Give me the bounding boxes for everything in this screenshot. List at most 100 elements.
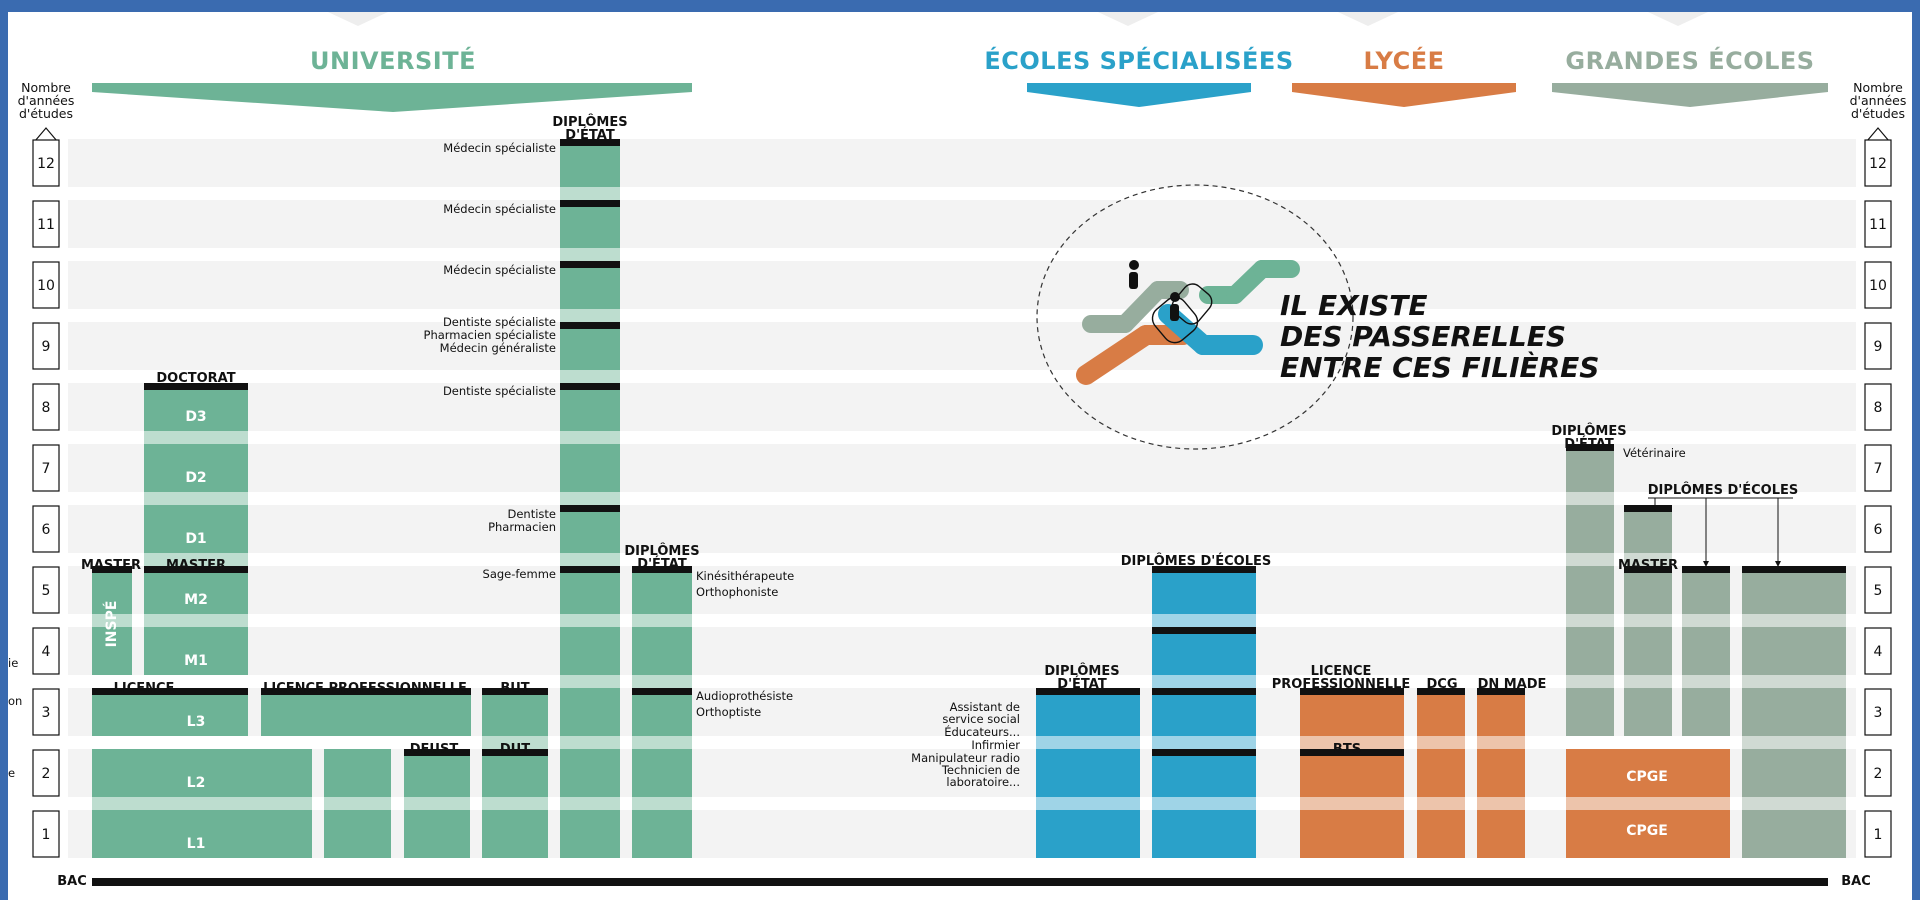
bar-year-gap [560,797,620,810]
year-bands [68,139,1856,858]
year-box [1864,688,1892,736]
label-diplomes-ecoles: DIPLÔMES D'ÉCOLES [1121,553,1272,569]
bar-year-gap [1742,614,1846,627]
year-box [1864,261,1892,309]
bar-year-gap [92,614,132,627]
ecoles-label: laboratoire... [946,775,1020,789]
label-dn-made: DN MADE [1478,677,1547,692]
label-deust: DEUST [410,742,459,757]
bar-year-gap [482,736,548,749]
label-diplomes-etat-ge: DIPLÔMES [1551,423,1626,439]
bar-year-gap [1566,675,1614,688]
health-label: Dentiste spécialiste [443,315,556,329]
health-label: Médecin généraliste [440,341,556,355]
label-dut: DUT [500,742,530,757]
bar-year-gap [1624,553,1672,566]
year-box [32,688,60,736]
label-cpge: CPGE [1626,769,1668,785]
label-master-inspe: MASTER [81,558,141,573]
diploma-cap [1417,688,1465,695]
year-band [68,566,1856,614]
diploma-cap [1624,566,1672,573]
bar-year-gap [560,370,620,383]
bar-year-gap [1152,736,1256,749]
ecoles-label: Assistant de [950,700,1020,714]
section-title-grandes: GRANDES ÉCOLES [1565,46,1814,75]
bar-year-gap [560,431,620,444]
label-inspe: INSPÉ [103,601,120,648]
year-band [68,200,1856,248]
bar-year-gap [1566,614,1614,627]
health-label: Dentiste [508,507,557,521]
year-band [68,261,1856,309]
paramed-label: Orthophoniste [696,585,778,599]
diploma-bar [1477,688,1525,858]
bar-year-gap [92,797,312,810]
diploma-cap [1152,627,1256,634]
label-diplomes-ecoles-ge: DIPLÔMES D'ÉCOLES [1648,482,1799,498]
bar-label-l2: L2 [187,775,206,791]
health-label: Sage-femme [483,567,556,581]
section-headers: UNIVERSITÉ ÉCOLES SPÉCIALISÉES LYCÉE GRA… [92,12,1828,112]
bar-year-gap [560,675,620,688]
diploma-bar [1682,566,1730,736]
bar-year-gap [632,675,692,688]
diploma-bar [1566,444,1614,736]
year-number: 4 [42,644,51,660]
diploma-cap [560,383,620,390]
ecoles-label: Manipulateur radio [911,751,1020,765]
bar-year-gap [1152,614,1256,627]
diploma-cap [560,322,620,329]
bar-label-d1: D1 [185,531,206,547]
passerelles-callout: IL EXISTE DES PASSERELLES ENTRE CES FILI… [1036,184,1599,450]
diploma-bar [261,688,471,736]
section-arrow-ecoles [1027,83,1251,107]
bar-label-m2: M2 [184,592,208,608]
year-box [32,749,60,797]
axis-arrow-up [33,127,59,142]
year-box [32,810,60,858]
year-number: 12 [37,156,55,172]
health-label: Pharmacien spécialiste [424,328,556,342]
label-but: BUT [500,681,529,696]
diploma-bar [1417,688,1465,858]
bar-year-gap [324,797,391,810]
diploma-bar [1152,566,1256,858]
diploma-cap [92,688,248,695]
diploma-bar [1742,566,1846,858]
diploma-cap [1300,749,1404,756]
year-box [32,383,60,431]
bar-year-gap [560,553,620,566]
bar-year-gap [1152,797,1256,810]
bar-year-gap [1742,797,1846,810]
year-box [32,566,60,614]
diploma-bar [1300,688,1404,858]
year-band [68,444,1856,492]
diploma-cap [1566,444,1614,451]
year-number: 4 [1874,644,1883,660]
axis-title-line: d'études [19,106,73,121]
paramed-label: Orthoptiste [696,705,761,719]
diploma-cap [632,566,692,573]
bar-year-gap [1036,797,1140,810]
diploma-bar [482,688,548,858]
diploma-bar [92,688,248,736]
bar-year-gap [1624,614,1672,627]
label-diplomes-etat: DIPLÔMES [552,114,627,130]
year-box [32,505,60,553]
ecoles-labels: DIPLÔMES D'ÉTAT DIPLÔMES D'ÉCOLES Assist… [911,553,1271,789]
bar-year-gap [560,492,620,505]
diploma-cap [144,383,248,390]
paramed-label: Kinésithérapeute [696,569,794,583]
year-number: 8 [42,400,51,416]
year-box [32,322,60,370]
bar-year-gap [1566,553,1614,566]
bac-label-right: BAC [1841,874,1871,889]
bar-year-gap [1742,736,1846,749]
diploma-cap [482,688,548,695]
year-band [68,322,1856,370]
year-box [32,139,60,187]
edge-fragment: ie [8,656,18,670]
bar-year-gap [560,736,620,749]
bar-year-gap [1624,675,1672,688]
